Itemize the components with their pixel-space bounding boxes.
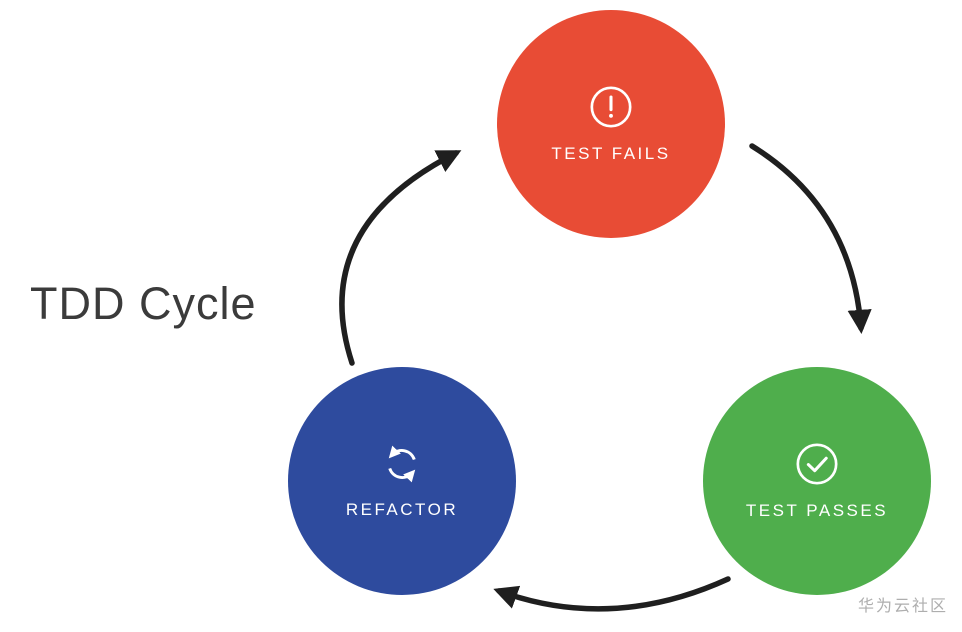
node-test-fails: TEST FAILS <box>497 10 725 238</box>
node-label: TEST FAILS <box>551 144 671 163</box>
arrow-refactor-to-fails <box>339 150 462 366</box>
check-circle-icon <box>796 443 838 485</box>
diagram-title: TDD Cycle <box>30 278 257 329</box>
watermark: 华为云社区 <box>857 598 948 615</box>
node-refactor: REFACTOR <box>288 367 516 595</box>
refresh-cycle-icon <box>388 445 416 483</box>
node-label: TEST PASSES <box>745 501 889 520</box>
node-test-passes: TEST PASSES <box>703 367 931 595</box>
arrow-fails-to-passes <box>749 143 872 335</box>
arrow-passes-to-refactor <box>493 576 731 612</box>
exclamation-circle-icon <box>590 86 632 128</box>
node-label: REFACTOR <box>345 500 459 519</box>
